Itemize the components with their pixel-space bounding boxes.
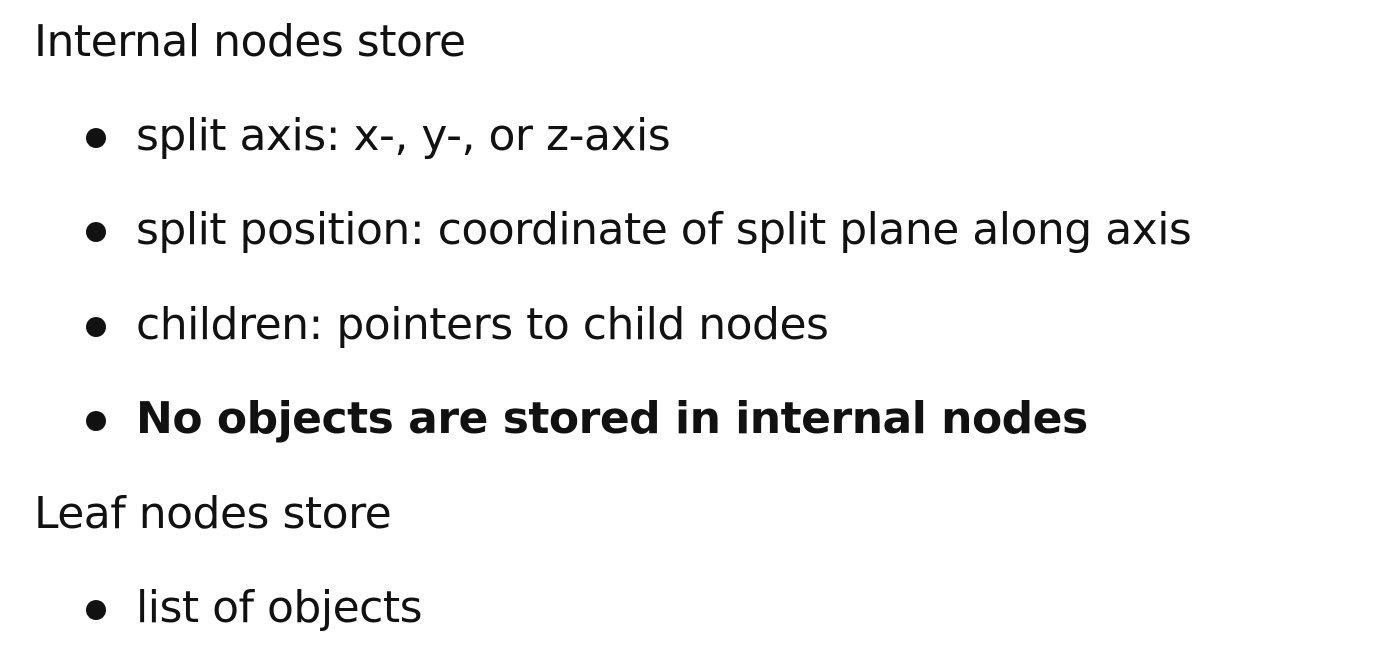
bullet-dot: [86, 600, 106, 620]
bullet-dot: [86, 222, 106, 242]
bullet-text: split axis: x-, y-, or z-axis: [136, 110, 671, 161]
bullet-text: children: pointers to child nodes: [136, 299, 829, 350]
bullet-text: split position: coordinate of split plan…: [136, 204, 1192, 255]
internal-nodes-heading: Internal nodes store: [34, 16, 466, 67]
bullet-text: list of objects: [136, 582, 423, 633]
bullet-dot: [86, 411, 106, 431]
bullet-dot: [86, 317, 106, 337]
leaf-nodes-heading: Leaf nodes store: [34, 488, 392, 539]
bullet-dot: [86, 128, 106, 148]
bullet-text: No objects are stored in internal nodes: [136, 393, 1088, 444]
